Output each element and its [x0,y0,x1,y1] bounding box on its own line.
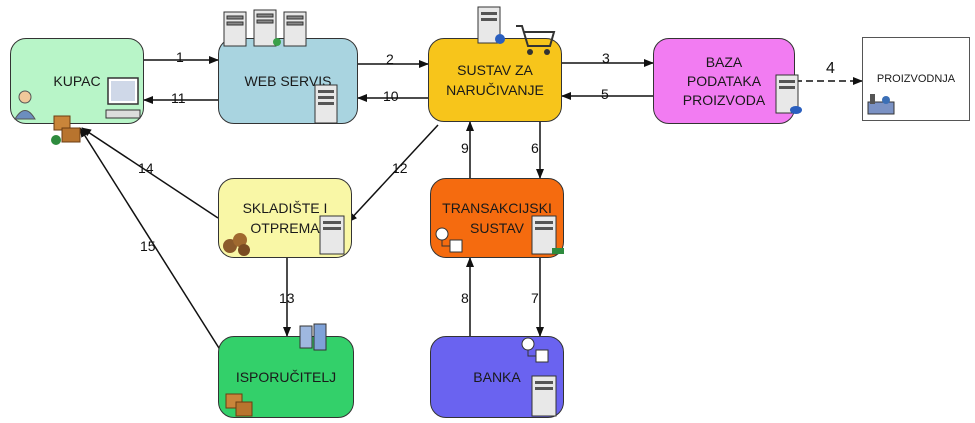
factory-icon [867,94,895,115]
workflow-icon [435,227,463,253]
edge-14 [81,127,219,219]
computer-monitor-icon [105,77,141,119]
node-isporucitelj-label: ISPORUČITELJ [235,369,337,385]
server-icon [314,84,338,124]
workflow-icon [299,323,327,351]
edge-label-4: 4 [826,60,835,77]
node-baza-podataka-label: BAZA PODATAKA PROIZVODA [682,53,766,108]
packages-icon [223,233,250,256]
database-server-icon [775,74,802,114]
edge-12 [347,124,439,223]
node-banka-label: BANKA [473,369,521,385]
server-icon [531,215,564,255]
edge-label-7: 7 [531,290,539,306]
packages-icon [225,393,253,417]
shopping-cart-icon [516,25,556,55]
packages-icon [51,115,81,145]
node-sustav-narucivanje-label: SUSTAV ZA NARUČIVANJE [446,62,544,98]
edge-label-1: 1 [176,49,184,65]
server-icon [477,6,505,44]
edge-label-12: 12 [392,160,408,176]
edge-label-8: 8 [461,290,469,306]
node-kupac-label: KUPAC [53,73,101,89]
edge-label-14: 14 [138,160,154,176]
edge-label-10: 10 [383,88,399,104]
node-skladiste-label: SKLADIŠTE I OTPREMA [242,200,328,236]
edge-label-15: 15 [140,238,156,254]
edge-label-2: 2 [386,51,394,67]
edge-label-6: 6 [531,140,539,156]
edge-label-5: 5 [601,86,609,102]
edge-15 [79,127,225,357]
node-sustav-narucivanje: SUSTAV ZA NARUČIVANJE [428,38,562,122]
user-icon [14,90,36,120]
edge-label-3: 3 [602,50,610,66]
edge-label-9: 9 [461,140,469,156]
server-icon [319,215,345,255]
edge-label-11: 11 [171,90,186,106]
node-transakcijski-label: TRANSAKCIJSKI SUSTAV [442,200,552,236]
node-proizvodnja-label: PROIZVODNJA [876,73,956,85]
edge-label-13: 13 [279,290,295,306]
server-icon [223,9,307,47]
node-baza-podataka: BAZA PODATAKA PROIZVODA [653,38,795,124]
server-icon [531,375,557,417]
workflow-icon [521,337,549,363]
